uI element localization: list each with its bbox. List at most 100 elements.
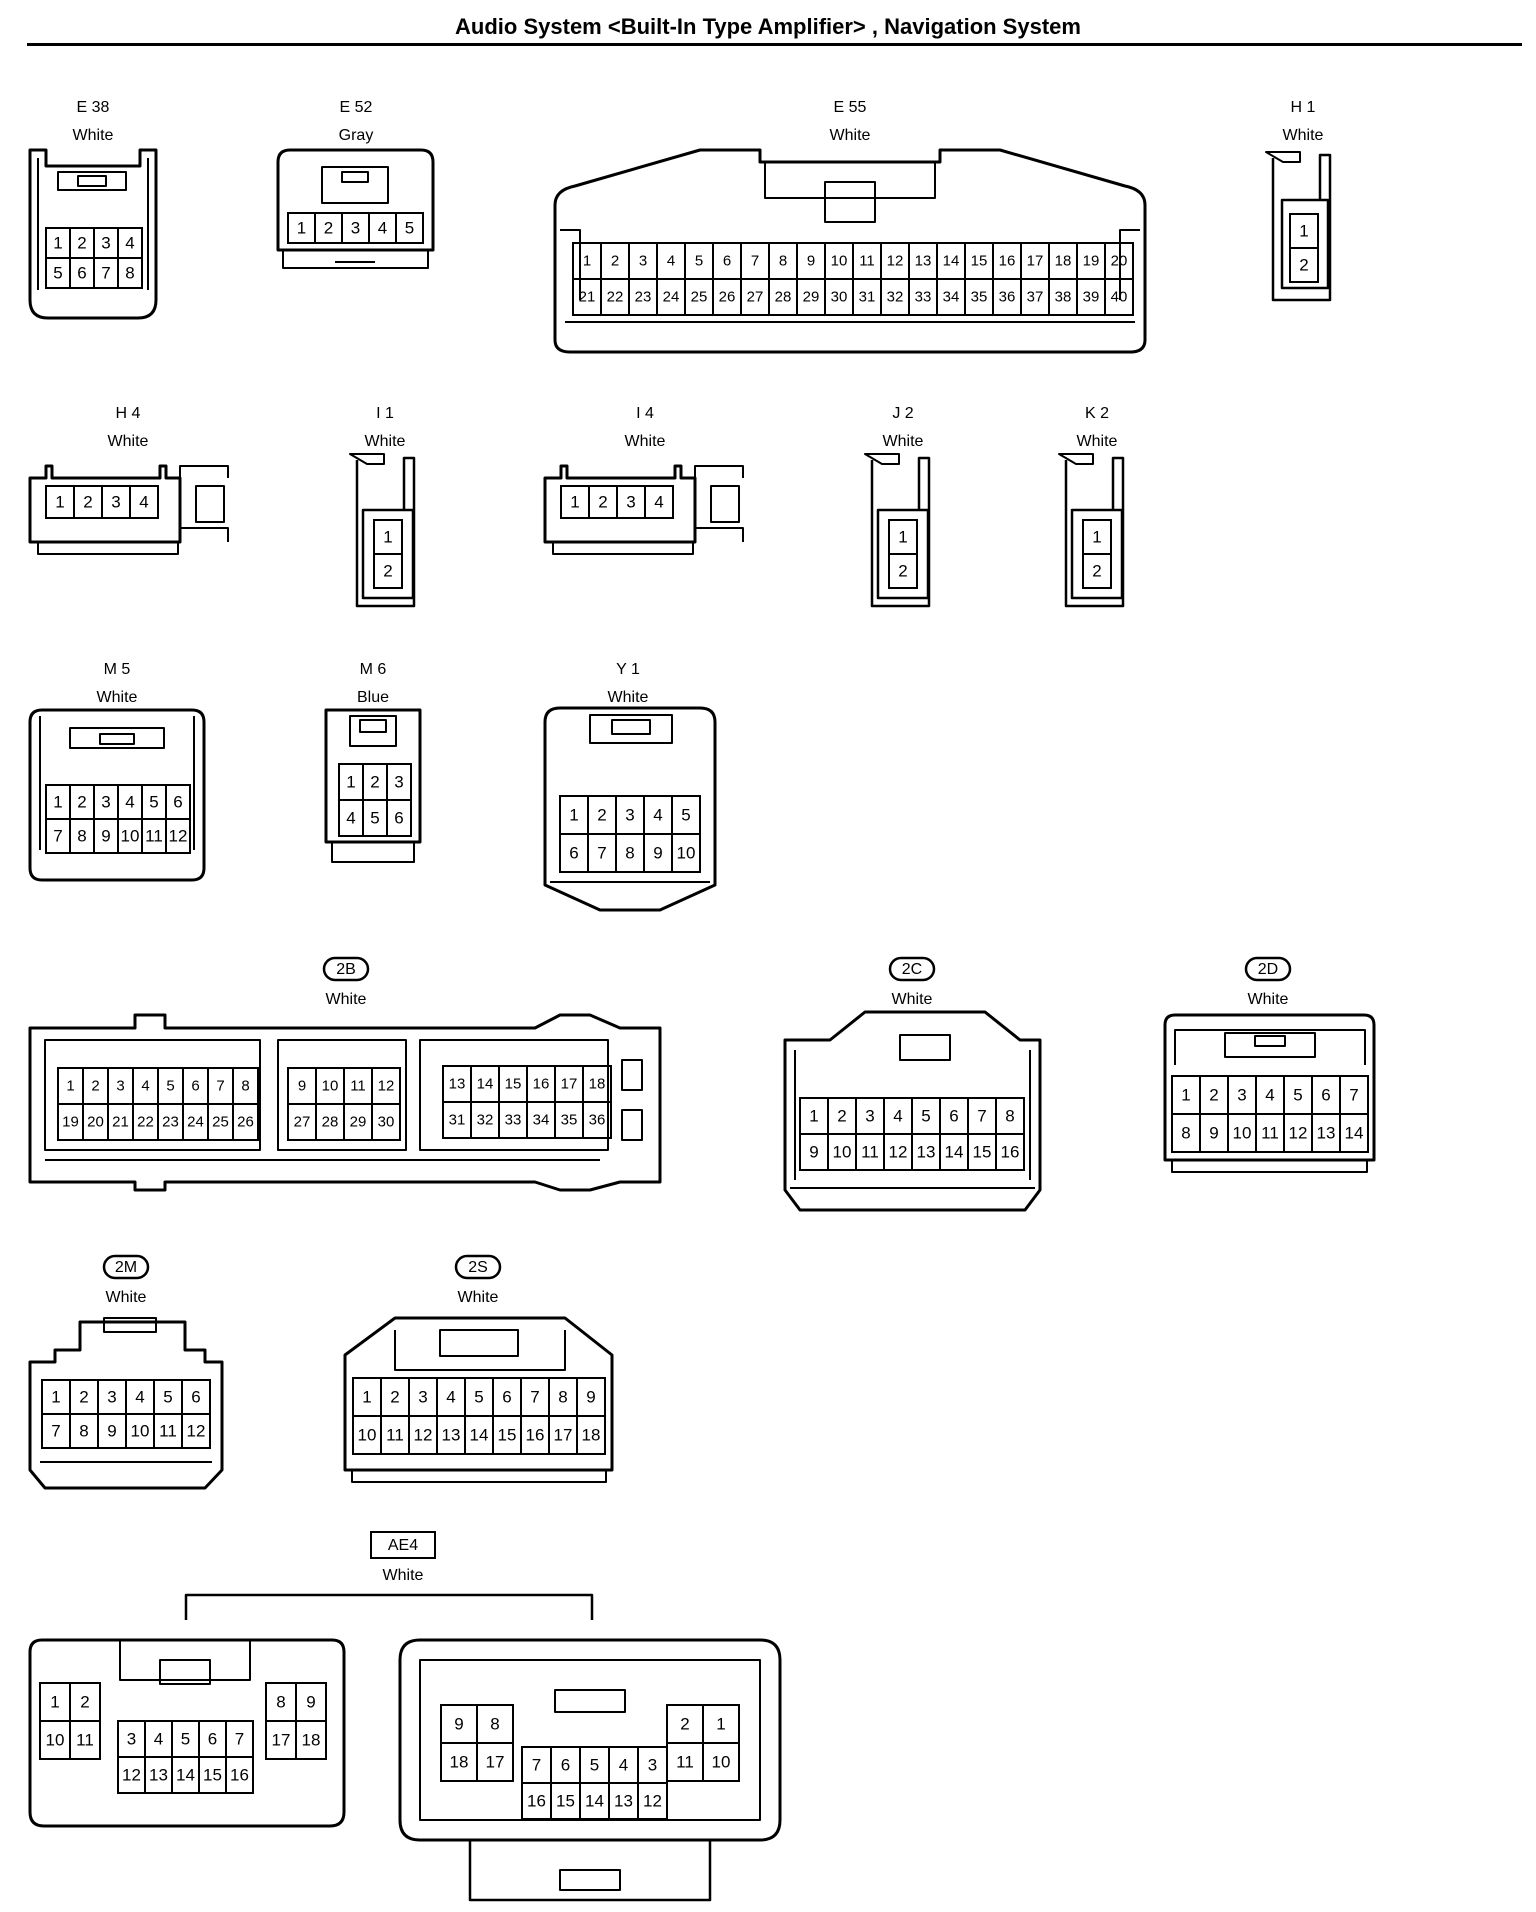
pin-number: 3 xyxy=(1237,1086,1246,1105)
connector-color: White xyxy=(892,991,933,1008)
pin-number: 16 xyxy=(533,1076,550,1093)
pin-number: 3 xyxy=(101,793,110,812)
title-rule xyxy=(27,43,1522,46)
pin-cell xyxy=(371,1103,401,1141)
pin-cell xyxy=(576,1415,606,1455)
pin-number: 9 xyxy=(298,1078,306,1095)
pin-number: 7 xyxy=(51,1422,60,1441)
connector-code: Y 1 xyxy=(616,661,640,678)
pin-number: 17 xyxy=(486,1753,505,1772)
pin-number: 20 xyxy=(1111,253,1128,270)
pin-number: 17 xyxy=(1027,253,1044,270)
connector-code: H 4 xyxy=(116,405,141,422)
connector-color: White xyxy=(383,1567,424,1584)
pin-number: 19 xyxy=(62,1114,79,1131)
pin-number: 13 xyxy=(149,1766,168,1785)
pin-number: 4 xyxy=(619,1756,628,1775)
pin-number: 2 xyxy=(324,219,333,238)
pin-number: 8 xyxy=(77,827,86,846)
pin-number: 23 xyxy=(635,289,652,306)
pin-number: 2 xyxy=(80,1693,89,1712)
pin-number: 11 xyxy=(159,1422,177,1441)
pin-number: 15 xyxy=(203,1766,222,1785)
connector-code: I 1 xyxy=(376,405,394,422)
pin-grid-I1: 12 xyxy=(373,519,403,589)
pin-number: 14 xyxy=(470,1426,489,1445)
pin-number: 10 xyxy=(677,844,696,863)
pin-number: 2 xyxy=(383,562,392,581)
pin-number: 3 xyxy=(394,773,403,792)
pin-number: 5 xyxy=(474,1388,483,1407)
pin-number: 10 xyxy=(322,1078,339,1095)
connector-code: 2D xyxy=(1258,961,1278,978)
pin-number: 6 xyxy=(191,1388,200,1407)
AE4-bracket xyxy=(184,1593,594,1620)
pin-number: 2 xyxy=(837,1107,846,1126)
connector-color: White xyxy=(625,433,666,450)
housing-2D xyxy=(1163,1013,1376,1173)
pin-number: 6 xyxy=(394,809,403,828)
pin-number: 2 xyxy=(680,1715,689,1734)
pin-number: 9 xyxy=(653,844,662,863)
connector-color: White xyxy=(97,689,138,706)
pin-number: 3 xyxy=(111,493,120,512)
pin-number: 3 xyxy=(101,234,110,253)
pin-number: 7 xyxy=(53,827,62,846)
pin-number: 10 xyxy=(131,1422,150,1441)
pin-number: 40 xyxy=(1111,289,1128,306)
pin-number: 10 xyxy=(358,1426,377,1445)
pin-number: 4 xyxy=(667,253,675,270)
pin-number: 12 xyxy=(169,827,188,846)
pin-number: 4 xyxy=(654,493,663,512)
pin-number: 30 xyxy=(378,1114,395,1131)
pin-number: 4 xyxy=(653,806,662,825)
pin-number: 4 xyxy=(154,1730,163,1749)
pin-number: 6 xyxy=(191,1078,199,1095)
pin-number: 27 xyxy=(747,289,764,306)
pin-number: 2 xyxy=(898,562,907,581)
pin-number: 2 xyxy=(1092,562,1101,581)
pin-number: 13 xyxy=(442,1426,461,1445)
pin-cell xyxy=(117,257,143,289)
pin-number: 4 xyxy=(141,1078,149,1095)
pin-number: 14 xyxy=(585,1792,604,1811)
pin-number: 6 xyxy=(561,1756,570,1775)
connector-code: 2C xyxy=(902,961,922,978)
pin-number: 26 xyxy=(719,289,736,306)
pin-number: 5 xyxy=(370,809,379,828)
pin-number: 9 xyxy=(306,1693,315,1712)
pin-number: 34 xyxy=(533,1112,550,1129)
pin-cell xyxy=(1289,247,1319,283)
pin-number: 31 xyxy=(449,1112,466,1129)
pin-number: 1 xyxy=(898,528,907,547)
page-title: Audio System <Built-In Type Amplifier> ,… xyxy=(455,14,1081,39)
pin-number: 3 xyxy=(116,1078,124,1095)
pin-number: 12 xyxy=(378,1078,395,1095)
pin-grid-H1: 12 xyxy=(1289,213,1319,283)
pin-number: 4 xyxy=(139,493,148,512)
pin-number: 14 xyxy=(945,1143,964,1162)
pin-cell xyxy=(1082,553,1112,589)
pin-number: 8 xyxy=(276,1693,285,1712)
pin-number: 9 xyxy=(809,1143,818,1162)
connector-color: White xyxy=(106,1289,147,1306)
pin-number: 14 xyxy=(477,1076,494,1093)
